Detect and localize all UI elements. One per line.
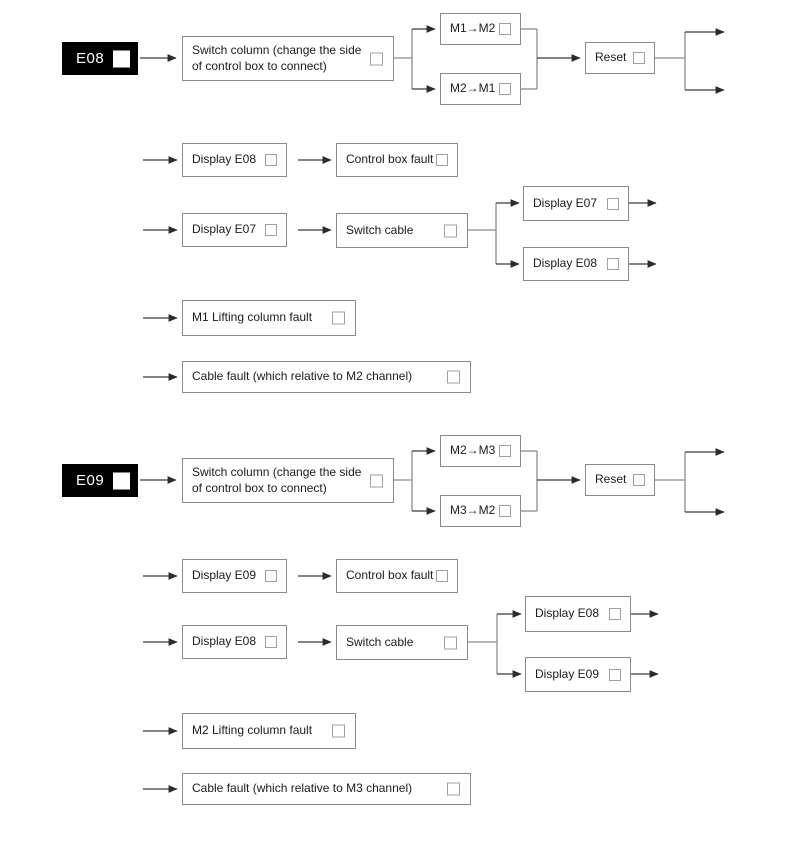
white-square	[113, 472, 130, 489]
box-label: Cable fault (which relative to M2 channe…	[192, 369, 413, 384]
checkbox	[499, 83, 511, 95]
swap-m3-m2-box: M3→M2	[440, 495, 521, 527]
box-label: Control box fault	[346, 152, 434, 167]
box-label: Display E08	[192, 634, 257, 649]
switch-column-box: Switch column (change the side of contro…	[182, 458, 394, 503]
checkbox	[370, 474, 383, 487]
box-label: M1→M2	[450, 21, 496, 36]
box-label: Switch cable	[346, 222, 414, 237]
checkbox	[447, 782, 460, 796]
error-code-label: E09	[76, 472, 105, 489]
checkbox	[265, 636, 277, 648]
branch-display-e07-box: Display E07	[523, 186, 629, 221]
checkbox	[609, 668, 621, 681]
checkbox	[265, 154, 277, 166]
m2-lifting-column-fault-box: M2 Lifting column fault	[182, 713, 356, 749]
box-label: M2 Lifting column fault	[192, 723, 313, 738]
swap-m2-m3-box: M2→M3	[440, 435, 521, 467]
box-label: M2→M3	[450, 443, 496, 458]
branch-display-e09-box: Display E09	[525, 657, 631, 692]
checkbox	[444, 224, 457, 237]
checkbox	[265, 570, 277, 582]
checkbox	[633, 52, 645, 64]
e09-error-code-tag: E09	[62, 464, 138, 497]
white-square	[113, 50, 130, 67]
box-label: Cable fault (which relative to M3 channe…	[192, 781, 413, 796]
display-e07-box: Display E07	[182, 213, 287, 247]
switch-cable-box: Switch cable	[336, 213, 468, 248]
checkbox	[370, 52, 383, 65]
checkbox	[607, 258, 619, 270]
box-label: Switch column (change the side of contro…	[192, 42, 362, 73]
box-label: Reset	[595, 50, 627, 65]
branch-display-e08-box: Display E08	[525, 596, 631, 632]
control-box-fault-box: Control box fault	[336, 143, 458, 177]
cable-fault-m2-box: Cable fault (which relative to M2 channe…	[182, 361, 471, 393]
checkbox	[499, 445, 511, 457]
reset-box: Reset	[585, 42, 655, 74]
checkbox	[332, 724, 345, 738]
display-e09-box: Display E09	[182, 559, 287, 593]
checkbox	[607, 197, 619, 210]
cable-fault-m3-box: Cable fault (which relative to M3 channe…	[182, 773, 471, 805]
box-label: M2→M1	[450, 81, 496, 96]
checkbox	[633, 474, 645, 486]
checkbox	[447, 370, 460, 384]
checkbox	[332, 311, 345, 325]
swap-m1-m2-box: M1→M2	[440, 13, 521, 45]
checkbox	[499, 23, 511, 35]
box-label: Reset	[595, 472, 627, 487]
checkbox	[499, 505, 511, 517]
box-label: Switch cable	[346, 634, 414, 649]
box-label: Display E07	[533, 195, 598, 210]
box-label: Display E08	[192, 152, 257, 167]
box-label: Display E09	[535, 666, 600, 681]
swap-m2-m1-box: M2→M1	[440, 73, 521, 105]
control-box-fault-box: Control box fault	[336, 559, 458, 593]
box-label: M3→M2	[450, 503, 496, 518]
e08-error-code-tag: E08	[62, 42, 138, 75]
box-label: Display E07	[192, 222, 257, 237]
display-e08-box: Display E08	[182, 625, 287, 659]
box-label: Switch column (change the side of contro…	[192, 464, 362, 495]
box-label: M1 Lifting column fault	[192, 310, 313, 325]
checkbox	[609, 608, 621, 620]
checkbox	[436, 570, 448, 582]
branch-display-e08-box: Display E08	[523, 247, 629, 281]
error-code-label: E08	[76, 50, 105, 67]
checkbox	[444, 636, 457, 649]
display-e08-box: Display E08	[182, 143, 287, 177]
reset-box: Reset	[585, 464, 655, 496]
switch-cable-box: Switch cable	[336, 625, 468, 660]
switch-column-box: Switch column (change the side of contro…	[182, 36, 394, 81]
box-label: Control box fault	[346, 568, 434, 583]
box-label: Display E09	[192, 568, 257, 583]
m1-lifting-column-fault-box: M1 Lifting column fault	[182, 300, 356, 336]
box-label: Display E08	[533, 256, 598, 271]
checkbox	[436, 154, 448, 166]
checkbox	[265, 224, 277, 236]
box-label: Display E08	[535, 606, 600, 621]
